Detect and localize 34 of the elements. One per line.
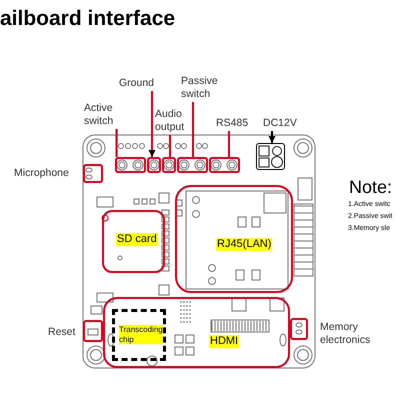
processor-chip xyxy=(112,309,166,361)
highlight-frame xyxy=(162,157,176,173)
arrow xyxy=(148,91,156,157)
highlight-frame xyxy=(103,297,290,368)
component-label: RJ45(LAN) xyxy=(216,238,272,251)
callout-label: Audio output xyxy=(155,108,191,134)
leader-line xyxy=(116,129,118,157)
leader-line xyxy=(169,135,171,157)
highlight-frame xyxy=(290,318,308,340)
callout-label: Memory electronics xyxy=(320,321,372,347)
power-connector xyxy=(256,143,285,170)
component-label: SD card xyxy=(116,233,158,246)
highlight-frame xyxy=(177,157,208,173)
callout-label: Passive switch xyxy=(181,75,219,101)
callout-label: DC12V xyxy=(263,117,299,130)
highlight-frame xyxy=(147,157,161,173)
highlight-frame xyxy=(115,157,146,173)
arrow xyxy=(268,131,276,143)
highlight-frame xyxy=(102,210,165,273)
component-label: HDMI xyxy=(209,335,240,348)
highlight-frame xyxy=(83,320,103,342)
highlight-frame xyxy=(83,164,103,183)
callout-label: Active switch xyxy=(84,102,118,128)
note-heading: Note: xyxy=(349,176,392,198)
callout-label: Microphone xyxy=(14,167,70,180)
callout-label: RS485 xyxy=(216,117,248,130)
callout-label: Ground xyxy=(119,77,159,90)
leader-line xyxy=(228,131,230,157)
leader-line xyxy=(192,102,194,157)
highlight-frame xyxy=(175,185,293,293)
highlight-frame xyxy=(209,157,240,173)
component-label: Transcoding chip xyxy=(119,325,163,344)
page-title: ailboard interface xyxy=(0,6,176,32)
callout-label: Reset xyxy=(48,326,76,339)
